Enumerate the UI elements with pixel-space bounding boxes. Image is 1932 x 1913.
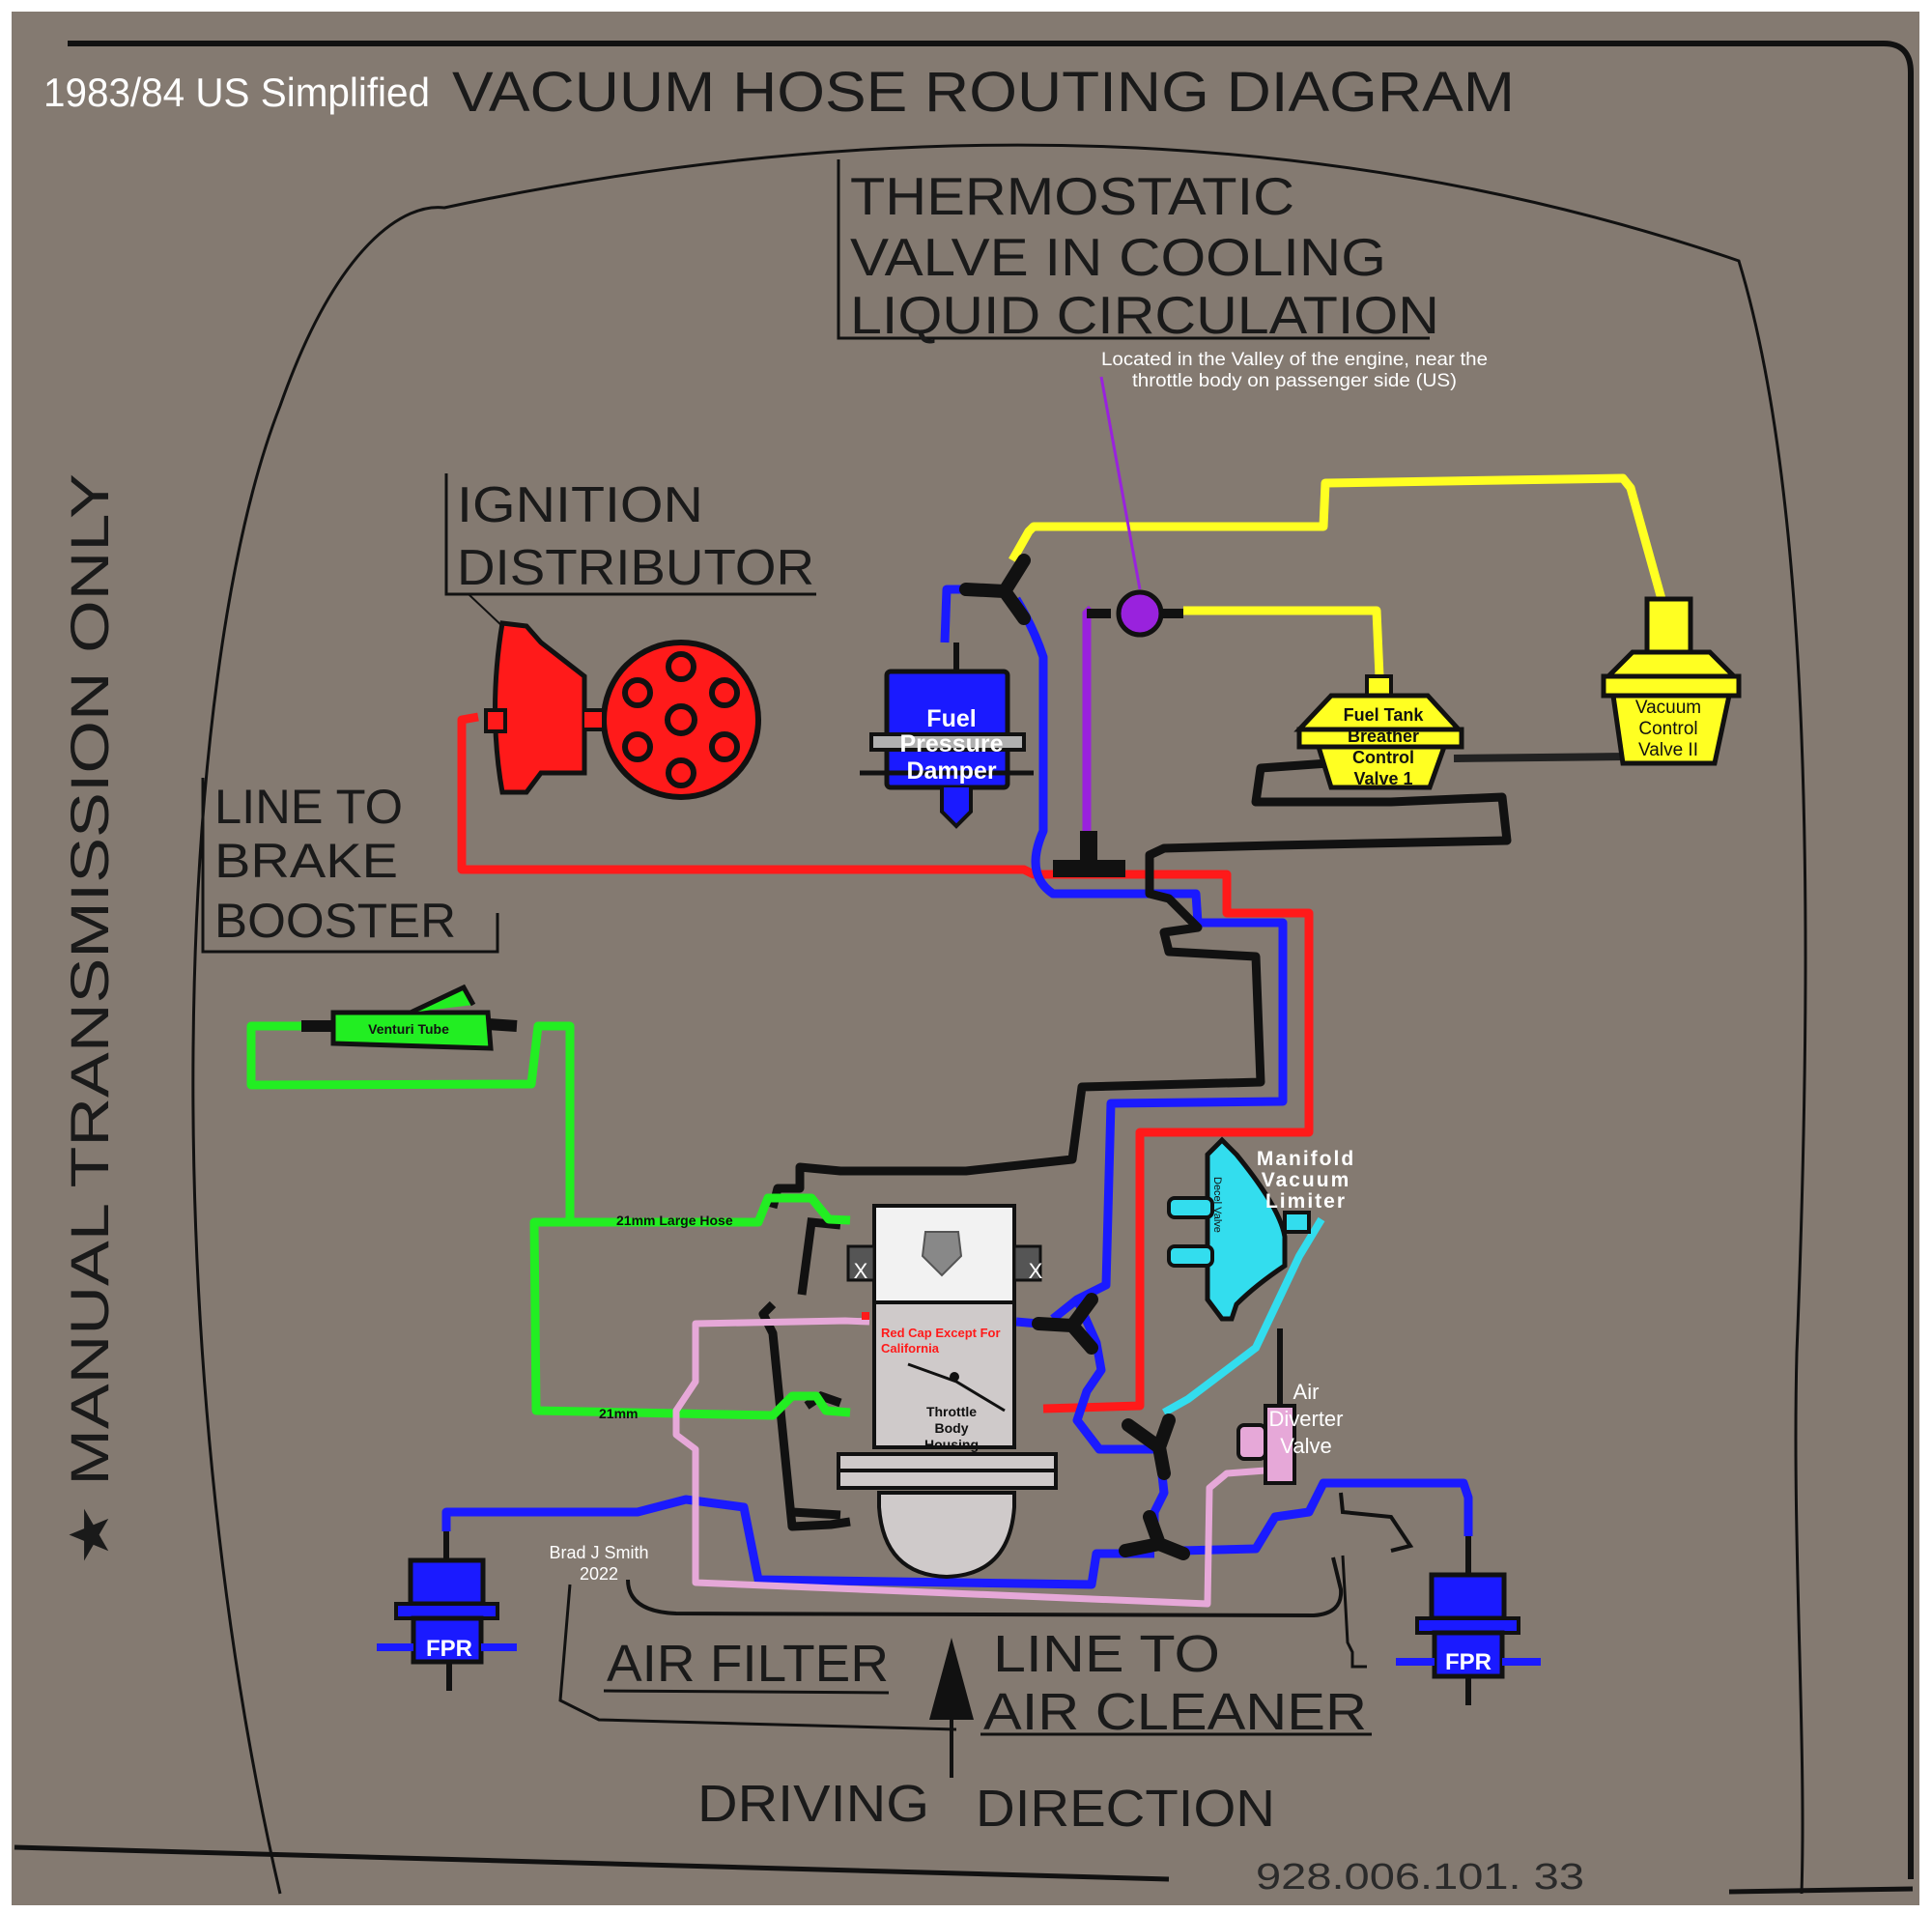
yellow-hose: [1009, 473, 1666, 677]
blue-hose-bottom: [441, 1478, 1473, 1589]
fpr-right: FPR: [1396, 1536, 1541, 1705]
direction-arrow: [929, 1638, 974, 1778]
svg-text:Housing: Housing: [924, 1437, 979, 1452]
diagram-panel: [12, 12, 1919, 1905]
thermostatic-note-1: Located in the Valley of the engine, nea…: [1101, 350, 1488, 370]
side-note: ★ MANUAL TRANSMISSION ONLY: [59, 473, 120, 1565]
svg-text:Valve 1: Valve 1: [1353, 769, 1412, 788]
air-cleaner-label-2: AIR CLEANER: [983, 1683, 1367, 1741]
y-connector-low-2: [1119, 1510, 1190, 1560]
svg-text:LINE TO: LINE TO: [214, 780, 403, 834]
red-hose: [457, 712, 1314, 1413]
y-connector-low-1: [1122, 1413, 1176, 1480]
svg-text:DISTRIBUTOR: DISTRIBUTOR: [457, 540, 814, 596]
fuel-tank-breather-valve: Fuel Tank Breather Control Valve 1: [1293, 674, 1464, 790]
svg-text:Diverter: Diverter: [1268, 1407, 1343, 1431]
svg-text:Valve: Valve: [1280, 1434, 1331, 1458]
decel-valve-label: Decel Valve: [1211, 1177, 1223, 1233]
panel-bottom-line: [14, 1844, 1170, 1882]
credit-year: 2022: [580, 1564, 618, 1584]
hose-label-small: 21mm: [599, 1406, 638, 1421]
fuel-pressure-damper: Fuel Pressure Damper: [860, 642, 1034, 829]
driving-label: DRIVING: [697, 1775, 929, 1833]
svg-text:Control: Control: [1638, 719, 1697, 739]
throttle-body-housing: X X Red Cap Except For California Thrott…: [837, 1204, 1058, 1580]
t-connector-center: [1053, 831, 1125, 877]
hose-label-large: 21mm Large Hose: [616, 1213, 733, 1228]
svg-text:Control: Control: [1352, 748, 1414, 767]
svg-text:Pressure: Pressure: [899, 730, 1003, 757]
air-cleaner-label-1: LINE TO: [993, 1625, 1220, 1683]
svg-text:Throttle: Throttle: [926, 1404, 977, 1419]
cyan-hose: [1162, 1216, 1325, 1416]
panel-border: [68, 41, 1914, 1879]
svg-text:FPR: FPR: [1445, 1649, 1492, 1675]
venturi-tube: Venturi Tube: [301, 984, 518, 1051]
page-title: VACUUM HOSE ROUTING DIAGRAM: [452, 61, 1515, 124]
distributor-diaphragm: [484, 620, 587, 795]
svg-text:IGNITION: IGNITION: [457, 477, 703, 533]
air-filter-label: AIR FILTER: [607, 1635, 889, 1693]
svg-text:Breather: Breather: [1348, 727, 1419, 746]
purple-pointer: [1099, 376, 1142, 590]
black-hose-bottom-loop: [626, 1492, 1414, 1618]
svg-text:Body: Body: [935, 1420, 969, 1436]
air-cleaner-outline: [1341, 1555, 1367, 1669]
x-marker-right: X: [1029, 1259, 1043, 1283]
svg-text:LIQUID CIRCULATION: LIQUID CIRCULATION: [850, 285, 1439, 345]
svg-text:California: California: [881, 1341, 940, 1356]
svg-text:Air: Air: [1293, 1380, 1320, 1404]
x-marker-left: X: [854, 1259, 868, 1283]
svg-text:Red Cap Except For: Red Cap Except For: [881, 1326, 1001, 1340]
svg-text:BOOSTER: BOOSTER: [214, 894, 456, 948]
svg-text:Fuel Tank: Fuel Tank: [1344, 705, 1425, 725]
svg-text:Limiter: Limiter: [1265, 1190, 1347, 1213]
air-filter-underline: [603, 1689, 890, 1695]
svg-text:Damper: Damper: [906, 757, 996, 785]
distributor-cap: [584, 640, 761, 800]
vacuum-control-valve: Vacuum Control Valve II: [1601, 596, 1742, 766]
thermostatic-valve: [1087, 589, 1183, 638]
svg-text:BRAKE: BRAKE: [214, 834, 398, 888]
part-number: 928.006.101. 33: [1256, 1857, 1584, 1898]
thermostatic-note-2: throttle body on passenger side (US): [1132, 371, 1457, 391]
svg-text:Vacuum: Vacuum: [1262, 1169, 1351, 1191]
purple-hose: [1082, 605, 1095, 831]
svg-text:THERMOSTATIC: THERMOSTATIC: [850, 166, 1294, 226]
direction-label: DIRECTION: [976, 1780, 1275, 1838]
brake-booster-label: LINE TO BRAKE BOOSTER: [201, 778, 499, 954]
green-hose: [246, 1021, 851, 1420]
svg-text:FPR: FPR: [426, 1636, 472, 1662]
svg-text:VALVE IN COOLING: VALVE IN COOLING: [850, 227, 1386, 287]
y-connector-mid: [1032, 1293, 1098, 1355]
manifold-vacuum-limiter: Manifold Vacuum Limiter Decel Valve: [1167, 1136, 1355, 1322]
y-connector-top: [959, 554, 1031, 625]
air-diverter-valve: Air Diverter Valve: [1236, 1328, 1344, 1485]
ignition-label: IGNITION DISTRIBUTOR: [444, 473, 816, 643]
crest-icon: [921, 1231, 963, 1277]
air-filter-outline: [558, 1584, 957, 1731]
pink-hose: [672, 1317, 1266, 1608]
fpr-left: FPR: [377, 1531, 517, 1691]
thermostatic-label: THERMOSTATIC VALVE IN COOLING LIQUID CIR…: [837, 159, 1439, 345]
svg-text:Fuel: Fuel: [926, 705, 976, 732]
svg-text:Manifold: Manifold: [1257, 1148, 1355, 1170]
svg-text:Vacuum: Vacuum: [1635, 698, 1701, 718]
svg-text:Valve II: Valve II: [1638, 740, 1698, 760]
panel-bottom-right: [1728, 1886, 1914, 1895]
title-prefix: 1983/84 US Simplified: [43, 70, 430, 115]
svg-text:Venturi Tube: Venturi Tube: [368, 1021, 449, 1037]
credit-name: Brad J Smith: [549, 1543, 648, 1562]
black-hose: [758, 720, 1512, 1531]
